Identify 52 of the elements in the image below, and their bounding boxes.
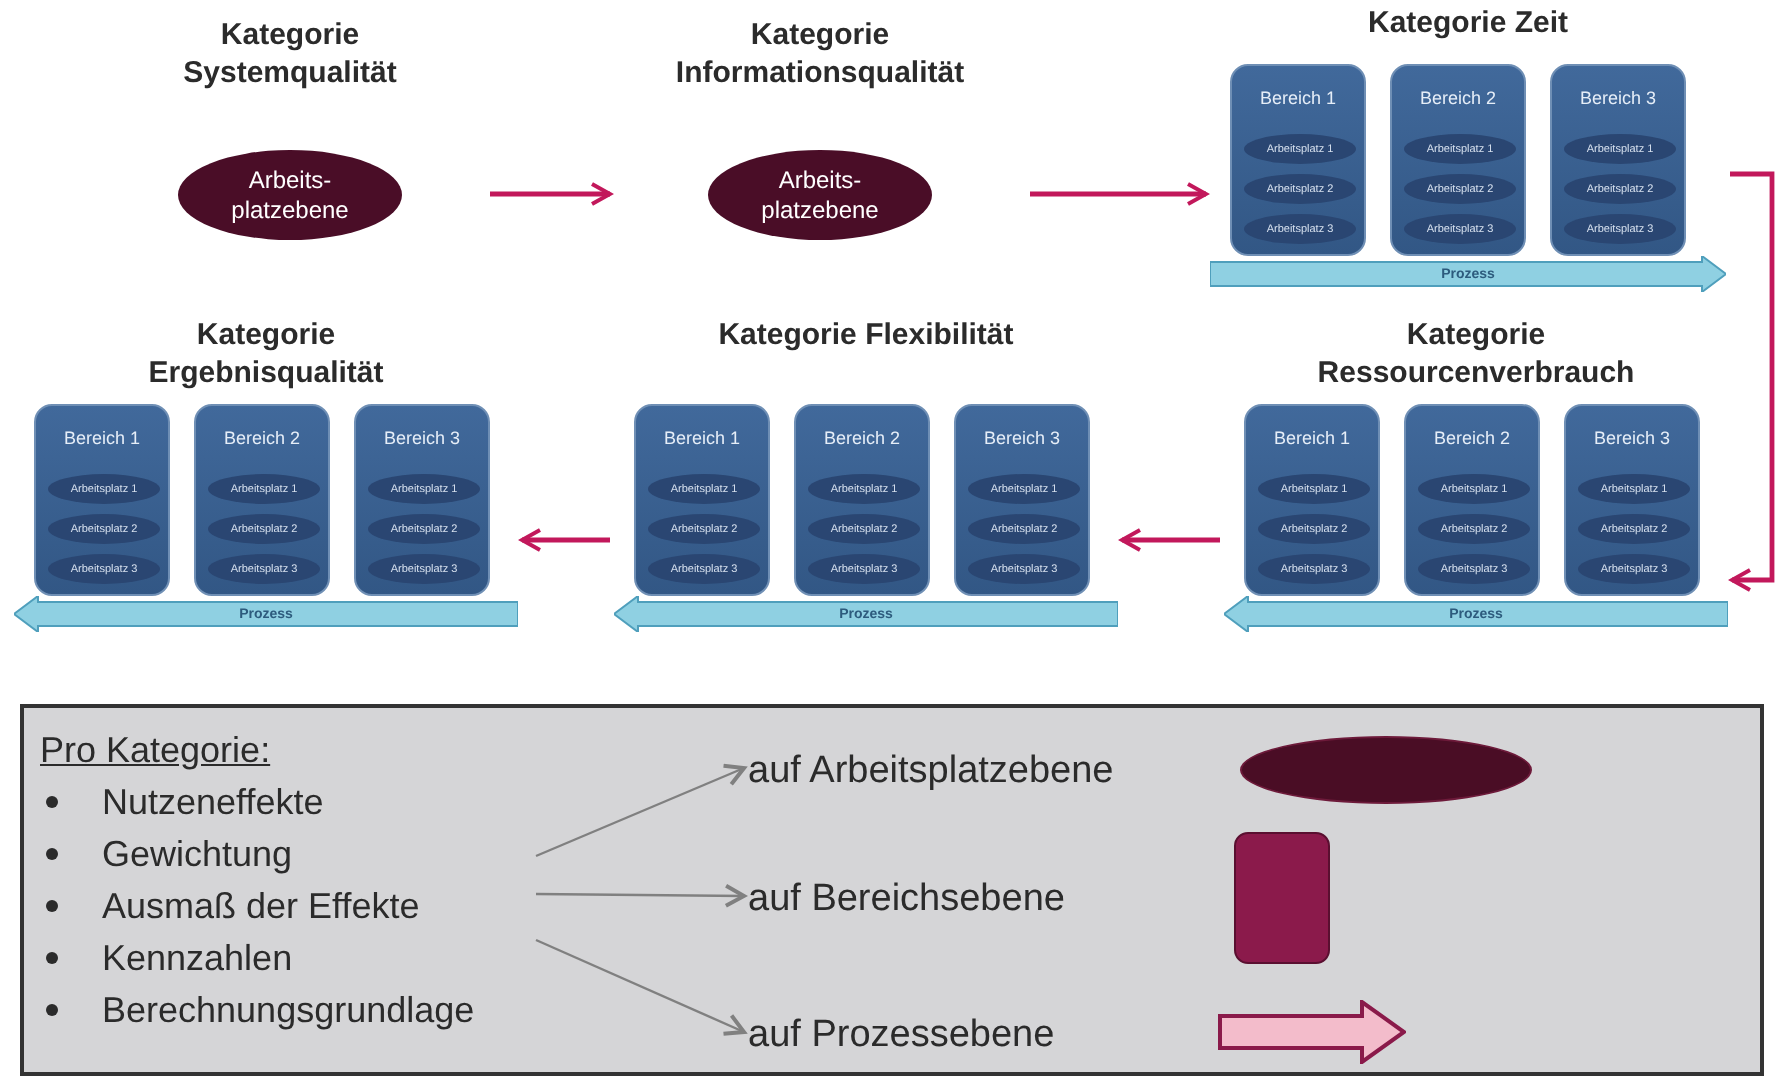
arrow (1120, 528, 1220, 552)
area-card (1230, 64, 1366, 256)
level-label: auf Prozessebene (748, 1008, 1148, 1064)
area-card (954, 404, 1090, 596)
list-item: Gewichtung (102, 832, 293, 878)
area-title: Bereich 2 (221, 428, 303, 448)
area-title: Bereich 3 (1577, 88, 1659, 108)
area-card (1550, 64, 1686, 256)
list-item: Ausmaß der Effekte (102, 884, 420, 930)
rounded-rectangle-symbol (1234, 832, 1330, 964)
category-title: Kategorie Zeit (1367, 4, 1569, 42)
category-title: Kategorie Flexibilität (718, 316, 1014, 354)
area-card (634, 404, 770, 596)
arrow (535, 763, 746, 858)
arrow (520, 528, 610, 552)
arrow (490, 182, 612, 206)
list-item: Berechnungsgrundlage (102, 988, 475, 1034)
arrow (535, 938, 746, 1036)
area-card (794, 404, 930, 596)
arrow (1030, 182, 1208, 206)
block-arrow-symbol (1218, 1000, 1406, 1064)
list-item: Kennzahlen (102, 936, 293, 982)
area-card (1404, 404, 1540, 596)
category-title: Kategorie Informationsqualität (673, 16, 967, 92)
area-title: Bereich 1 (61, 428, 143, 448)
level-label: auf Arbeitsplatzebene (748, 744, 1208, 800)
legend-panel (20, 704, 1764, 1076)
area-title: Bereich 2 (1417, 88, 1499, 108)
area-card (1564, 404, 1700, 596)
area-card (354, 404, 490, 596)
workplace-level-ellipse: Arbeits- platzebene (708, 150, 932, 240)
arrow (536, 883, 746, 908)
area-title: Bereich 1 (1257, 88, 1339, 108)
category-title: Kategorie Ergebnisqualität (146, 316, 386, 392)
area-title: Bereich 1 (661, 428, 743, 448)
area-card (1390, 64, 1526, 256)
category-title: Kategorie Ressourcenverbrauch (1315, 316, 1637, 392)
list-heading: Pro Kategorie: (40, 728, 271, 774)
area-title: Bereich 3 (981, 428, 1063, 448)
workplace-level-ellipse: Arbeits- platzebene (178, 150, 402, 240)
area-card (34, 404, 170, 596)
area-card (194, 404, 330, 596)
area-card (1244, 404, 1380, 596)
area-title: Bereich 2 (821, 428, 903, 448)
area-title: Bereich 1 (1271, 428, 1353, 448)
list-item: Nutzeneffekte (102, 780, 324, 826)
level-label: auf Bereichsebene (748, 872, 1148, 928)
area-title: Bereich 3 (381, 428, 463, 448)
area-title: Bereich 2 (1431, 428, 1513, 448)
area-title: Bereich 3 (1591, 428, 1673, 448)
arrow (1730, 171, 1775, 592)
category-title: Kategorie Systemqualität (181, 16, 399, 92)
